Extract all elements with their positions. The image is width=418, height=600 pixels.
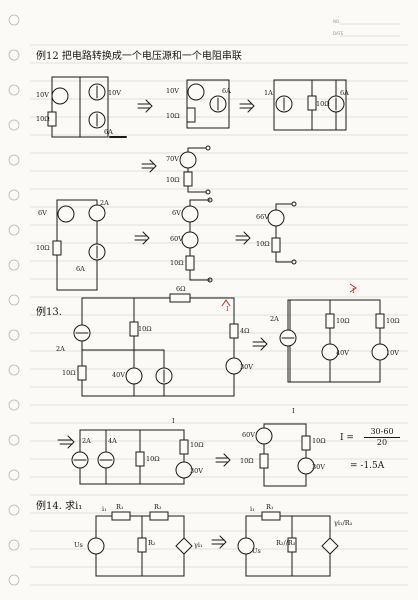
arrow-1: [137, 99, 153, 113]
ex13-result-lhs: I =: [340, 433, 354, 443]
ex14-c1-dep: γi₁: [194, 541, 203, 549]
ex12-c7-r: 10Ω: [256, 240, 270, 248]
ex12-c5-r: 10Ω: [36, 244, 50, 252]
ex13-c3-v: 30V: [190, 467, 203, 475]
ex12-circuit2: [186, 79, 230, 129]
ex13-c1-v1: 40V: [112, 371, 125, 379]
ex12-circuit6: [181, 197, 213, 283]
ex12-c3-i2: 6A: [340, 89, 349, 97]
binder-holes: [8, 14, 20, 586]
ex12-c5-i1: 2A: [100, 199, 109, 207]
fraction-bar: [364, 437, 400, 438]
ex14-circuit1: [87, 511, 193, 577]
ex13-c1-i: I: [226, 305, 229, 313]
ex13-circuit3: [57, 429, 193, 485]
arrow-2: [239, 99, 255, 113]
ex13-title: 例13.: [36, 307, 62, 318]
ex12-c6-v1: 6V: [172, 209, 181, 217]
ex13-c1-r3: 4Ω: [240, 327, 250, 335]
ex13-c2-isrc: 2A: [270, 315, 279, 323]
ex12-c1-r: 10Ω: [36, 115, 50, 123]
arrow-3: [141, 159, 157, 173]
ex12-title: 例12 把电路转换成一个电压源和一个电阻串联: [36, 51, 242, 62]
ex13-c2-v2: 10V: [386, 349, 399, 357]
ex14-c2-us: Us: [252, 547, 261, 555]
ex14-circuit2: [237, 511, 339, 577]
ex13-result-num: 30-60: [370, 427, 394, 436]
ex14-c1-us: Us: [74, 541, 83, 549]
ex13-c3-r1: 10Ω: [146, 455, 160, 463]
ex14-title: 例14. 求i₁: [36, 501, 83, 512]
ex14-c1-r2: R₂: [148, 539, 156, 547]
arrow-5: [235, 231, 251, 245]
ex13-c4-r1: 10Ω: [240, 457, 254, 465]
ex12-c5-v: 6V: [38, 209, 47, 217]
ex13-c3-i: I: [172, 417, 175, 425]
ex13-c1-r1: 10Ω: [138, 325, 152, 333]
ex12-c2-r: 10Ω: [166, 112, 180, 120]
header-date: DATE: [333, 31, 344, 36]
ex14-c1-r1: R₁: [116, 503, 124, 511]
ex12-c4-v: 70V: [166, 155, 179, 163]
ex12-c7-v: 66V: [256, 213, 269, 221]
arrow-7: [215, 453, 231, 467]
ex12-circuit7: [267, 201, 297, 265]
ex13-c2-v1: 40V: [336, 349, 349, 357]
ex13-c4-i: I: [292, 407, 295, 415]
ex12-c2-v: 10V: [166, 87, 179, 95]
ex13-c3-i2: 4A: [108, 437, 117, 445]
ex13-c3-r2: 10Ω: [190, 441, 204, 449]
ex12-circuit5: [52, 199, 106, 291]
ex14-c1-r3: R₃: [154, 503, 162, 511]
arrow-4: [134, 231, 150, 245]
ex14-c1-i: i₁: [102, 505, 107, 513]
ex12-c1-v1: 10V: [36, 91, 49, 99]
ex13-c4-v1: 60V: [242, 431, 255, 439]
ex14-c2-i: i₁: [250, 505, 255, 513]
ex13-c1-r-top: 6Ω: [176, 285, 186, 293]
ex13-result-line2: = -1.5A: [350, 461, 385, 471]
ex12-c1-v2: 10V: [108, 89, 121, 97]
ex12-c6-v2: 60V: [170, 235, 183, 243]
ex13-c3-i1: 2A: [82, 437, 91, 445]
ex13-c1-isrc: 2A: [56, 345, 65, 353]
ex12-circuit4: [179, 145, 211, 195]
ex13-c2-r1: 10Ω: [336, 317, 350, 325]
ex14-c2-r1: R₁: [266, 503, 274, 511]
ex12-c6-r: 10Ω: [170, 259, 184, 267]
ex12-c1-i: 6A: [104, 128, 113, 136]
ex13-c1-v2: 30V: [240, 363, 253, 371]
ex12-c4-r: 10Ω: [166, 176, 180, 184]
ex12-c2-i: 6A: [222, 87, 231, 95]
ex13-c1-r2: 10Ω: [62, 369, 76, 377]
ex12-c5-i2: 6A: [76, 265, 85, 273]
ex13-result-den: 20: [376, 438, 388, 447]
ex13-c2-r2: 10Ω: [386, 317, 400, 325]
ex14-c2-dep: γi₁/R₃: [334, 519, 353, 527]
ex13-circuit4: [255, 423, 315, 487]
arrow-6: [252, 337, 268, 351]
ex12-circuit1: [47, 76, 127, 138]
ex13-c4-r2: 10Ω: [312, 437, 326, 445]
ink-drawings: [47, 76, 389, 577]
header-no: NO.: [333, 19, 341, 24]
ruled-lines: [30, 23, 408, 586]
ex12-c3-r: 10Ω: [316, 100, 330, 108]
ex13-c4-v2: 30V: [312, 463, 325, 471]
ex12-c3-i1: 1A: [264, 89, 273, 97]
arrow-8: [211, 535, 227, 549]
ex13-result-fraction: 30-60 20: [364, 428, 400, 447]
ex12-circuit3: [273, 79, 347, 131]
ex13-circuit1: [73, 293, 243, 397]
red-current-arrows: [221, 283, 357, 307]
ex13-circuit2: [279, 299, 389, 383]
ex13-c2-i: I: [352, 287, 355, 295]
ex14-c2-r2r3: R₂//R₃: [276, 539, 296, 547]
